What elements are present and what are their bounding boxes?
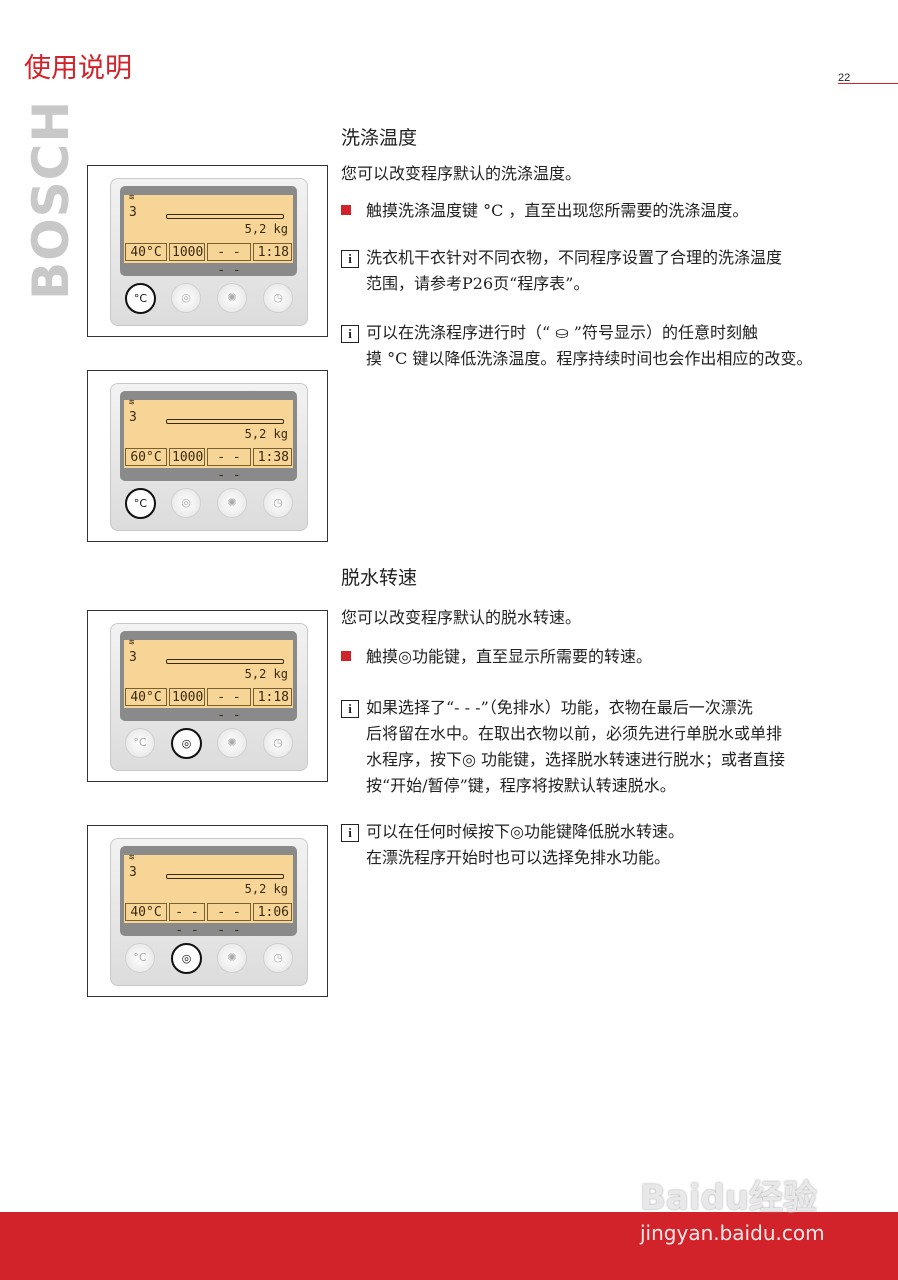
time-readout: 1:06	[253, 903, 292, 921]
footer-band	[0, 1212, 898, 1280]
wash-tub-icon: ≋	[129, 398, 135, 408]
time-button[interactable]: ◷	[263, 283, 293, 313]
option-readout: - - - -	[207, 448, 251, 483]
panel-bezel: ≋ 3 5,2 kg 60°C 1000 - - - - 1:38 °C ◎ ✺ ◷	[110, 383, 308, 531]
program-number: 3	[129, 650, 137, 665]
temp-info1-line2: 范围，请参考P26页“程序表”。	[366, 274, 590, 293]
time-button[interactable]: ◷	[263, 943, 293, 973]
spin-info1-line1: 如果选择了“- - -”（免排水）功能，衣物在最后一次漂洗	[366, 698, 753, 717]
panel-bezel: ≋ 3 5,2 kg 40°C 1000 - - - - 1:18 °C ◎ ✺ ◷	[110, 178, 308, 326]
progress-bar	[166, 214, 284, 219]
lcd-display: ≋ 3 5,2 kg 40°C 1000 - - - - 1:18	[124, 638, 293, 723]
baidu-watermark: Baidu经验 jingyan.baidu.com	[640, 1170, 825, 1245]
page-number-rule	[838, 83, 898, 84]
bullet-square-icon	[341, 651, 351, 661]
lcd-segment-row: 60°C 1000 - - - - 1:38	[125, 448, 292, 483]
lcd-display: ≋ 3 5,2 kg 60°C 1000 - - - - 1:38	[124, 398, 293, 483]
option-button[interactable]: ✺	[217, 283, 247, 313]
time-readout: 1:38	[253, 448, 292, 466]
info-icon: i	[341, 700, 359, 718]
section-heading-temperature: 洗涤温度	[341, 127, 418, 149]
program-number: 3	[129, 410, 137, 425]
option-button[interactable]: ✺	[217, 728, 247, 758]
temp-readout: 40°C	[125, 243, 167, 261]
progress-bar	[166, 419, 284, 424]
option-button[interactable]: ✺	[217, 488, 247, 518]
control-panel-illustration: ≋ 3 5,2 kg 40°C 1000 - - - - 1:18 °C ◎ ✺ ◷	[87, 610, 328, 782]
spin-intro: 您可以改变程序默认的脱水转速。	[341, 608, 582, 627]
spin-readout: 1000	[169, 688, 205, 706]
option-readout: - - - -	[207, 688, 251, 723]
temp-button[interactable]: °C	[125, 488, 156, 519]
spin-bullet: 触摸◎功能键，直至显示所需要的转速。	[366, 647, 652, 666]
temp-readout: 40°C	[125, 903, 167, 921]
spin-readout: - - - -	[169, 903, 205, 938]
time-readout: 1:18	[253, 243, 292, 261]
time-readout: 1:18	[253, 688, 292, 706]
watermark-logo: Baidu经验	[640, 1178, 818, 1218]
page-number: 22	[838, 72, 851, 84]
control-panel-illustration: ≋ 3 5,2 kg 40°C - - - - - - - - 1:06 °C ◎…	[87, 825, 328, 997]
lcd-display: ≋ 3 5,2 kg 40°C 1000 - - - - 1:18	[124, 193, 293, 278]
load-weight: 5,2 kg	[244, 222, 288, 236]
lcd-display: ≋ 3 5,2 kg 40°C - - - - - - - - 1:06	[124, 853, 293, 938]
spin-button[interactable]: ◎	[171, 728, 202, 759]
control-panel-illustration: ≋ 3 5,2 kg 40°C 1000 - - - - 1:18 °C ◎ ✺ ◷	[87, 165, 328, 337]
temp-info1-line1: 洗衣机干衣针对不同衣物，不同程序设置了合理的洗涤温度	[366, 248, 783, 267]
wash-tub-icon: ≋	[129, 853, 135, 863]
load-weight: 5,2 kg	[244, 427, 288, 441]
option-button[interactable]: ✺	[217, 943, 247, 973]
wash-tub-icon: ≋	[129, 638, 135, 648]
load-weight: 5,2 kg	[244, 667, 288, 681]
page-title: 使用说明	[24, 53, 132, 84]
display-frame: ≋ 3 5,2 kg 40°C - - - - - - - - 1:06	[120, 846, 297, 938]
lcd-segment-row: 40°C - - - - - - - - 1:06	[125, 903, 292, 938]
spin-info1-line3: 水程序，按下◎ 功能键，选择脱水转速进行脱水；或者直接	[366, 750, 786, 769]
spin-readout: 1000	[169, 448, 205, 466]
temp-button[interactable]: °C	[125, 943, 155, 973]
spin-button[interactable]: ◎	[171, 283, 201, 313]
temp-readout: 60°C	[125, 448, 167, 466]
display-frame: ≋ 3 5,2 kg 60°C 1000 - - - - 1:38	[120, 391, 297, 483]
spin-info2-line1: 可以在任何时候按下◎功能键降低脱水转速。	[366, 822, 684, 841]
spin-info1-line2: 后将留在水中。在取出衣物以前，必须先进行单脱水或单排	[366, 724, 783, 743]
info-icon: i	[341, 250, 359, 268]
section-heading-spin: 脱水转速	[341, 567, 418, 589]
display-frame: ≋ 3 5,2 kg 40°C 1000 - - - - 1:18	[120, 186, 297, 278]
bullet-square-icon	[341, 205, 351, 215]
watermark-url: jingyan.baidu.com	[640, 1221, 825, 1245]
spin-button[interactable]: ◎	[171, 488, 201, 518]
lcd-segment-row: 40°C 1000 - - - - 1:18	[125, 243, 292, 278]
control-panel-illustration: ≋ 3 5,2 kg 60°C 1000 - - - - 1:38 °C ◎ ✺ ◷	[87, 370, 328, 542]
option-readout: - - - -	[207, 243, 251, 278]
temp-info2-line2: 摸 °C 键以降低洗涤温度。程序持续时间也会作出相应的改变。	[366, 349, 813, 368]
temp-intro: 您可以改变程序默认的洗涤温度。	[341, 164, 582, 183]
program-number: 3	[129, 865, 137, 880]
panel-bezel: ≋ 3 5,2 kg 40°C - - - - - - - - 1:06 °C ◎…	[110, 838, 308, 986]
temp-button[interactable]: °C	[125, 283, 156, 314]
time-button[interactable]: ◷	[263, 728, 293, 758]
lcd-segment-row: 40°C 1000 - - - - 1:18	[125, 688, 292, 723]
temp-readout: 40°C	[125, 688, 167, 706]
spin-readout: 1000	[169, 243, 205, 261]
time-button[interactable]: ◷	[263, 488, 293, 518]
temp-bullet: 触摸洗涤温度键 °C ，直至出现您所需要的洗涤温度。	[366, 201, 749, 220]
info-icon: i	[341, 325, 359, 343]
temp-button[interactable]: °C	[125, 728, 155, 758]
spin-info2-line2: 在漂洗程序开始时也可以选择免排水功能。	[366, 848, 671, 867]
load-weight: 5,2 kg	[244, 882, 288, 896]
bosch-logo: BOSCH	[22, 99, 80, 300]
spin-info1-line4: 按“开始/暂停”键，程序将按默认转速脱水。	[366, 776, 676, 795]
progress-bar	[166, 659, 284, 664]
option-readout: - - - -	[207, 903, 251, 938]
info-icon: i	[341, 824, 359, 842]
program-number: 3	[129, 205, 137, 220]
spin-button[interactable]: ◎	[171, 943, 202, 974]
display-frame: ≋ 3 5,2 kg 40°C 1000 - - - - 1:18	[120, 631, 297, 723]
temp-info2-line1: 可以在洗涤程序进行时（“ ⛀ ”符号显示）的任意时刻触	[366, 323, 758, 342]
wash-tub-icon: ≋	[129, 193, 135, 203]
panel-bezel: ≋ 3 5,2 kg 40°C 1000 - - - - 1:18 °C ◎ ✺ ◷	[110, 623, 308, 771]
progress-bar	[166, 874, 284, 879]
